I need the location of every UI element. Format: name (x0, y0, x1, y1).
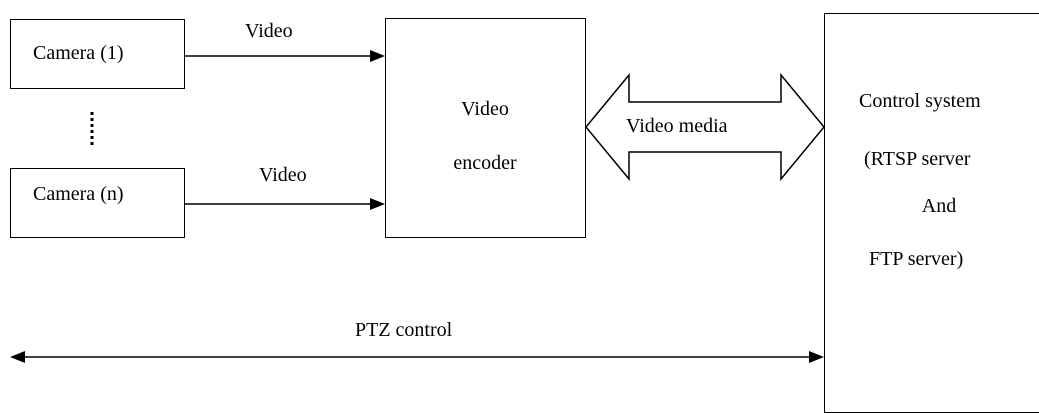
control-system-label-line4: FTP server) (869, 248, 964, 270)
video-encoder-box (385, 18, 586, 238)
video-arrow-top-head (370, 50, 385, 62)
encoder-label-line2: encoder (453, 152, 517, 174)
camera-1-box (10, 19, 185, 89)
control-system-label-line1: Control system (859, 90, 981, 112)
control-system-label-line3: And (921, 195, 957, 217)
camera-n-label: Camera (n) (33, 183, 124, 205)
video-edge-label-top: Video (245, 20, 293, 42)
ptz-control-label: PTZ control (355, 319, 453, 341)
camera-1-label: Camera (1) (33, 42, 124, 64)
video-media-label: Video media (626, 115, 728, 137)
video-arrow-bottom-head (370, 198, 385, 210)
control-system-label-line2: (RTSP server (864, 148, 971, 170)
encoder-label-line1: Video (461, 98, 509, 120)
ptz-control-head-left (10, 351, 25, 363)
camera-n-box (10, 168, 185, 238)
video-edge-label-bottom: Video (259, 164, 307, 186)
control-system-box (824, 13, 1039, 413)
ptz-control-head-right (809, 351, 824, 363)
